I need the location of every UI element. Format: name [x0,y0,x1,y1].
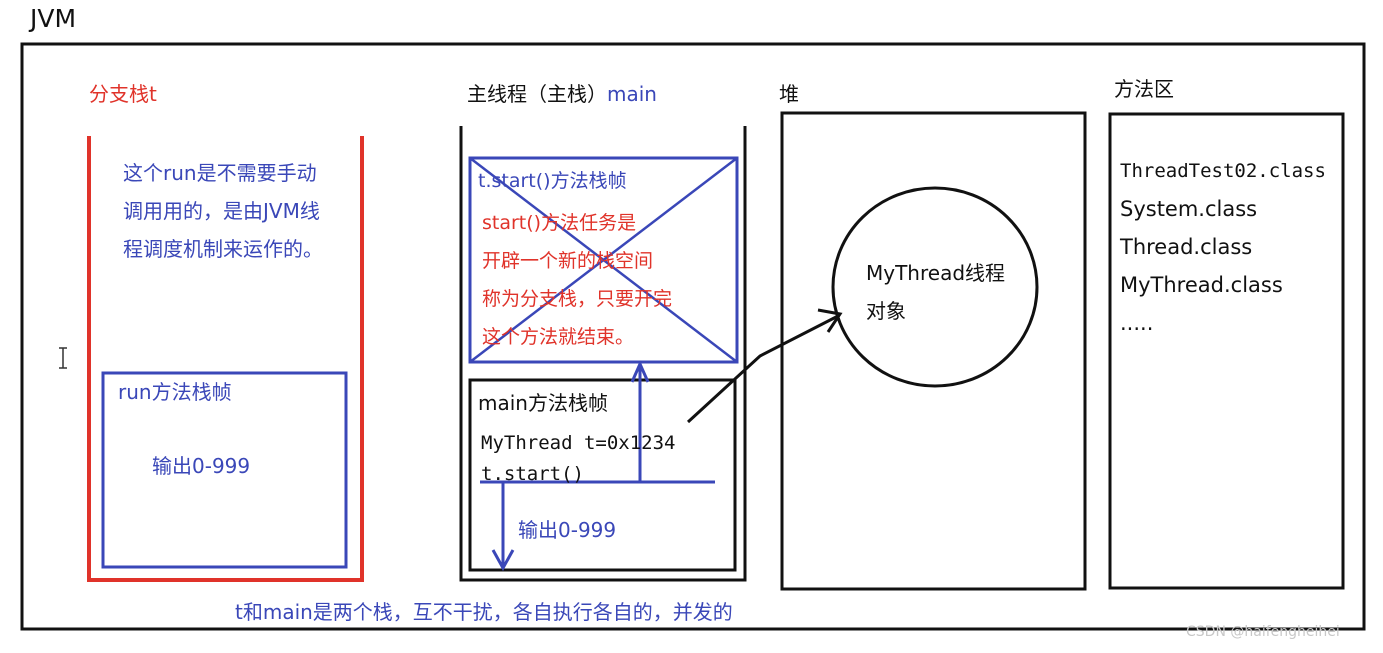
branch-stack-outline [87,136,364,582]
start-frame-box [468,156,739,364]
note-line: 程调度机制来运作的。 [123,237,323,261]
class-item: System.class [1120,197,1258,221]
main-stack-outline [459,126,747,582]
class-list: ThreadTest02.class System.class Thread.c… [1120,152,1326,342]
method-area-box [1108,112,1345,590]
start-frame-line: start()方法任务是 [482,212,637,234]
class-item: ThreadTest02.class [1120,160,1326,182]
object-label-line: MyThread线程 [866,261,1006,285]
class-item: ..... [1120,311,1154,335]
method-area-heading: 方法区 [1114,77,1174,101]
main-output: 输出0-999 [518,518,617,542]
main-stack-heading-prefix: 主线程（主栈） [467,82,607,106]
object-circle [831,186,1039,388]
note-line: 这个run是不需要手动 [123,161,317,185]
start-frame-label: t.start()方法栈帧 [478,170,627,192]
start-frame-cross-2 [469,157,738,363]
code-line: MyThread t=0x1234 [481,432,676,454]
footer-note: t和main是两个栈，互不干扰，各自执行各自的，并发的 [235,600,733,624]
main-frame-box [468,378,737,572]
note-line: 调用用的，是由JVM线 [123,199,320,223]
code-line: t.start() [481,463,584,485]
diagram-title: JVM [30,4,77,33]
main-frame-code: MyThread t=0x1234 t.start() [481,428,675,490]
main-frame-label: main方法栈帧 [478,391,608,415]
main-stack-heading-suffix: main [607,82,657,106]
object-label: MyThread线程 对象 [866,254,1005,330]
jvm-frame [20,42,1366,631]
heap-box [780,111,1087,591]
reference-arrow-head [817,308,843,333]
branch-stack-heading: 分支栈t [89,82,157,106]
start-frame-text: start()方法任务是 开辟一个新的栈空间 称为分支栈，只要开完 这个方法就结… [482,204,672,356]
branch-stack-note: 这个run是不需要手动 调用用的，是由JVM线 程调度机制来运作的。 [123,154,323,268]
text-cursor-icon [59,347,67,369]
up-arrow-head [630,360,650,383]
watermark: CSDN @haifengheihei [1186,624,1340,640]
run-frame-label: run方法栈帧 [118,380,232,404]
reference-arrow [686,314,839,424]
start-frame-line: 开辟一个新的栈空间 [482,250,654,272]
object-label-line: 对象 [866,299,906,323]
heap-heading: 堆 [779,82,799,106]
class-item: MyThread.class [1120,273,1283,297]
start-frame-line: 称为分支栈，只要开完 [482,288,673,310]
main-stack-heading: 主线程（主栈）main [467,78,657,107]
run-frame-output: 输出0-999 [152,454,251,478]
run-frame-box [101,371,348,569]
down-arrow-head [491,549,515,572]
start-frame-line: 这个方法就结束。 [482,326,635,348]
class-item: Thread.class [1120,235,1253,259]
